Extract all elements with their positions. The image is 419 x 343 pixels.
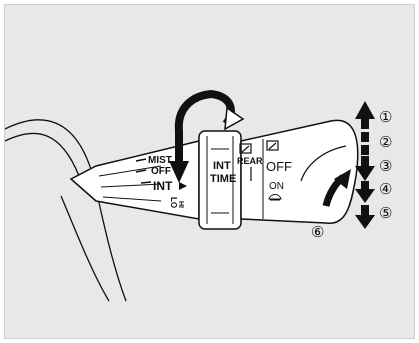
arrow-dash-2 [361, 145, 369, 155]
label-int-time-time: TIME [210, 173, 236, 185]
label-int-time-int: INT [213, 160, 231, 172]
callout-5: ⑤ [379, 204, 392, 222]
label-mist: MIST [148, 155, 172, 166]
label-off-rear: OFF [266, 159, 292, 174]
callout-3: ③ [379, 157, 392, 175]
arrow-up-icon [355, 101, 375, 129]
arrow-down-3-icon [355, 205, 375, 229]
label-lo: LO [169, 197, 178, 208]
arrow-dash-1 [361, 132, 369, 142]
callout-2: ② [379, 133, 392, 151]
callout-1: ① [379, 108, 392, 126]
int-time-ring: INT TIME [199, 131, 241, 229]
label-on: ON [269, 181, 284, 192]
wiper-stalk-diagram: MIST OFF INT LO HI INT TIME REAR OFF O [5, 5, 416, 340]
arrow-down-2-icon [355, 181, 375, 203]
label-int: INT [153, 179, 173, 193]
label-rear: REAR [237, 156, 263, 166]
callout-4: ④ [379, 180, 392, 198]
callout-6: ⑥ [311, 223, 324, 241]
steering-column [5, 120, 126, 301]
stalk-body [241, 120, 358, 223]
label-off: OFF [151, 166, 171, 177]
diagram-frame: MIST OFF INT LO HI INT TIME REAR OFF O [4, 4, 415, 339]
label-hi: HI [177, 201, 184, 208]
